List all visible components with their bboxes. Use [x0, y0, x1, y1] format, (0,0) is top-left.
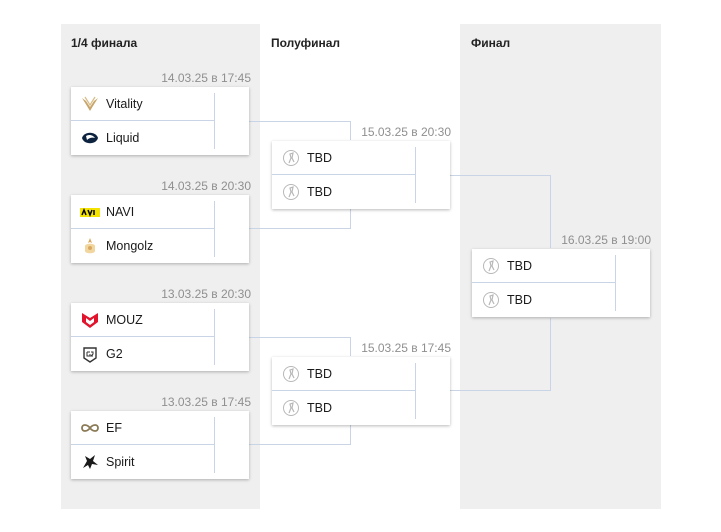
- match-card-qf2[interactable]: NAVI Mongolz: [71, 195, 249, 263]
- tbd-icon: [481, 290, 501, 310]
- team-row[interactable]: NAVI: [71, 195, 214, 229]
- vitality-logo: [80, 94, 100, 114]
- score-divider: [415, 363, 416, 419]
- qf1-date: 14.03.25 в 17:45: [161, 71, 251, 85]
- final-date: 16.03.25 в 19:00: [561, 233, 651, 247]
- match-card-qf1[interactable]: Vitality Liquid: [71, 87, 249, 155]
- team-name: MOUZ: [106, 312, 143, 327]
- team-name: TBD: [507, 293, 532, 307]
- team-row[interactable]: Liquid: [71, 121, 214, 155]
- spirit-logo: [80, 452, 100, 472]
- mongolz-logo: [80, 236, 100, 256]
- team-name: TBD: [307, 150, 332, 165]
- match-card-qf3[interactable]: MOUZ G2: [71, 303, 249, 371]
- score-divider: [214, 93, 215, 149]
- tbd-icon: [281, 148, 301, 168]
- tbd-icon: [281, 364, 301, 384]
- score-divider: [214, 201, 215, 257]
- match-card-qf4[interactable]: EF Spirit: [71, 411, 249, 479]
- team-row[interactable]: TBD: [472, 283, 615, 317]
- semifinals-title: Полуфинал: [271, 36, 341, 50]
- team-name: Liquid: [106, 131, 140, 145]
- team-name: NAVI: [106, 204, 135, 219]
- team-row[interactable]: TBD: [272, 391, 415, 425]
- qf2-date: 14.03.25 в 20:30: [161, 179, 251, 193]
- tbd-icon: [281, 182, 301, 202]
- mouz-logo: [80, 310, 100, 330]
- liquid-logo: [80, 128, 100, 148]
- team-row[interactable]: MOUZ: [71, 303, 214, 337]
- sf2-date: 15.03.25 в 17:45: [361, 341, 451, 355]
- qf4-date: 13.03.25 в 17:45: [161, 395, 251, 409]
- team-row[interactable]: Vitality: [71, 87, 214, 121]
- final-title: Финал: [471, 36, 511, 50]
- team-name: EF: [106, 420, 122, 435]
- score-divider: [415, 147, 416, 203]
- tbd-icon: [481, 256, 501, 276]
- team-name: G2: [106, 347, 123, 361]
- match-card-sf1[interactable]: TBD TBD: [272, 141, 450, 209]
- team-name: TBD: [307, 366, 332, 381]
- match-card-sf2[interactable]: TBD TBD: [272, 357, 450, 425]
- score-divider: [214, 417, 215, 473]
- team-name: TBD: [307, 185, 332, 199]
- tbd-icon: [281, 398, 301, 418]
- team-row[interactable]: TBD: [472, 249, 615, 283]
- navi-logo: [80, 202, 100, 222]
- score-divider: [214, 309, 215, 365]
- team-name: TBD: [507, 258, 532, 273]
- team-row[interactable]: TBD: [272, 141, 415, 175]
- team-name: Mongolz: [106, 239, 154, 253]
- score-divider: [615, 255, 616, 311]
- team-row[interactable]: EF: [71, 411, 214, 445]
- sf1-date: 15.03.25 в 20:30: [361, 125, 451, 139]
- team-name: Vitality: [106, 96, 143, 111]
- team-row[interactable]: TBD: [272, 357, 415, 391]
- quarterfinals-title: 1/4 финала: [71, 36, 138, 50]
- team-row[interactable]: Spirit: [71, 445, 214, 479]
- team-row[interactable]: G2: [71, 337, 214, 371]
- g2-logo: [80, 344, 100, 364]
- qf3-date: 13.03.25 в 20:30: [161, 287, 251, 301]
- match-card-final[interactable]: TBD TBD: [472, 249, 650, 317]
- ef-logo: [80, 418, 100, 438]
- team-name: Spirit: [106, 455, 135, 469]
- team-row[interactable]: TBD: [272, 175, 415, 209]
- semifinals-column-bg: [260, 24, 460, 509]
- team-name: TBD: [307, 401, 332, 415]
- team-row[interactable]: Mongolz: [71, 229, 214, 263]
